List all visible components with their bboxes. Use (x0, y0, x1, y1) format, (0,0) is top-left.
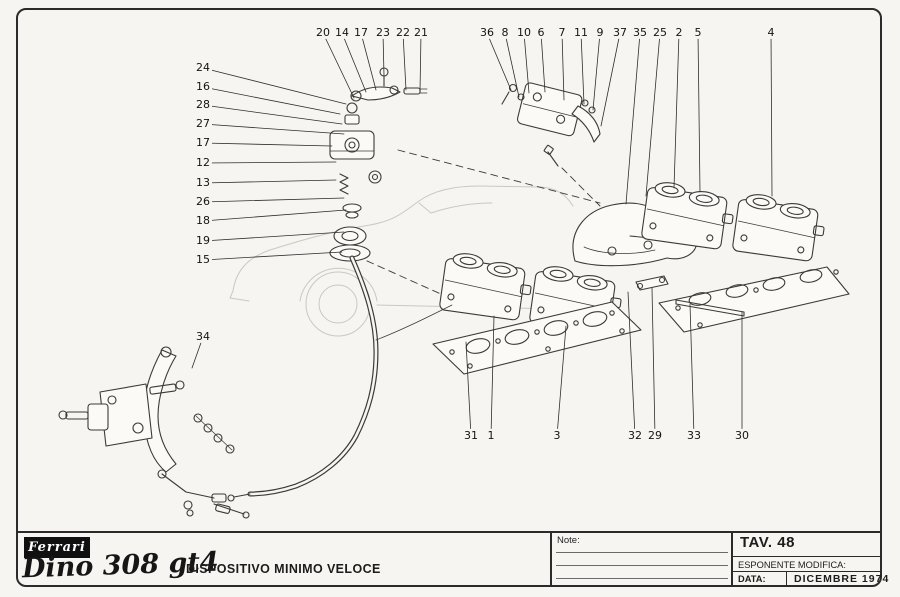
titleblock-divider-2 (731, 531, 733, 586)
data-value: DICEMBRE 1974 (794, 573, 890, 585)
dashed-reference-lines (355, 149, 601, 300)
carburetor-4 (732, 194, 825, 262)
idle-adjuster-assembly (329, 67, 428, 262)
tav-number: TAV. 48 (740, 534, 795, 551)
note-rule-2 (556, 565, 728, 566)
cable-bracket-assembly (501, 82, 601, 167)
carburetor-1 (439, 253, 532, 321)
intake-manifold-rear (658, 266, 850, 333)
titleblock-divider-1 (550, 531, 552, 586)
leader-lines (191, 32, 773, 437)
note-rule-1 (556, 552, 728, 553)
esponente-rule (733, 571, 881, 572)
throttle-cable (213, 255, 453, 519)
car-outline (229, 185, 574, 337)
tav-rule (733, 556, 881, 557)
note-label: Note: (557, 535, 580, 546)
esponente-modifica-label: ESPONENTE MODIFICA: (738, 560, 846, 570)
titleblock-separator (17, 531, 882, 533)
data-label: DATA: (738, 574, 766, 584)
pedal-assembly (58, 346, 235, 517)
drawing-title: DISPOSITIVO MINIMO VELOCE (186, 562, 381, 576)
note-rule-3 (556, 578, 728, 579)
ferrari-logo-text: Ferrari (28, 540, 86, 555)
data-cell-divider (786, 571, 787, 586)
intake-manifold-front (432, 301, 642, 375)
page-border-frame (16, 8, 882, 587)
carburetor-3 (641, 182, 734, 250)
ferrari-logo: Ferrari (24, 537, 90, 558)
